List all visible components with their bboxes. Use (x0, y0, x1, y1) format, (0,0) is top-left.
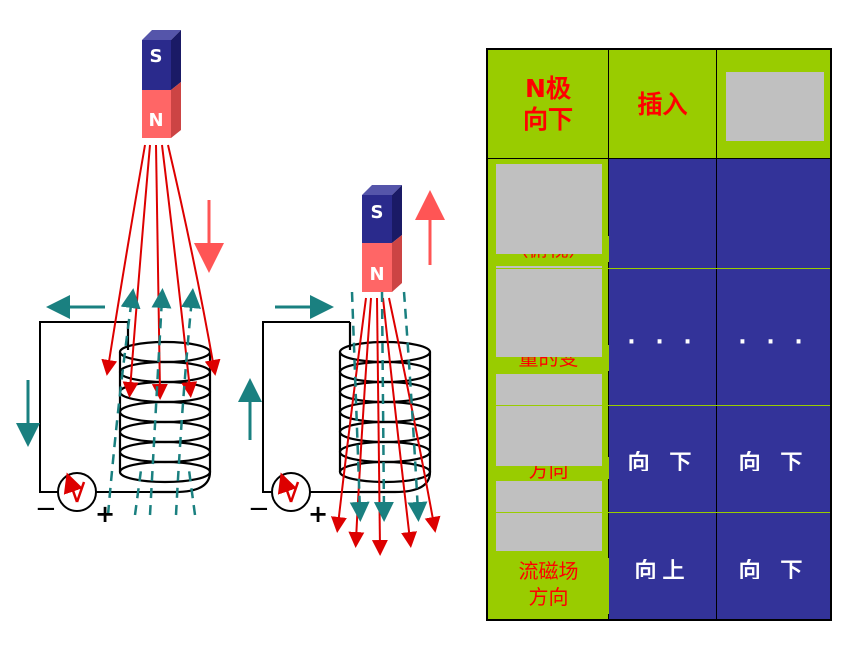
magnet-right-north-label: N (369, 264, 384, 285)
col2-body: · · · 向 下 向上 (609, 159, 717, 619)
galvanometer-left-plus: + (95, 500, 115, 528)
row-separator-2 (488, 405, 830, 406)
galvanometer-right-plus: + (308, 500, 328, 528)
circuit-wire-right (262, 321, 360, 493)
row4-label: 流磁场 方向 (488, 558, 609, 614)
header-pole-direction: N极 向下 (488, 50, 609, 159)
magnet-right: S N (362, 185, 402, 292)
row3-col3-value: 向 下 (738, 451, 809, 471)
row4-col2-value: 向上 (634, 559, 691, 579)
induced-field-lines-right (349, 291, 428, 522)
magnet-left-north-label: N (148, 110, 163, 131)
row3-col2-value: 向 下 (627, 451, 698, 471)
comparison-table: N极 向下 插入 （俯视） 量的变 方向 流磁场 方向 · · · 向 下 向上… (486, 48, 832, 621)
coil-right (338, 322, 432, 494)
row-separator-3 (488, 512, 830, 513)
header-gray-block (726, 72, 824, 141)
row2-gray-block (496, 266, 602, 357)
galvanometer-left-minus: − (35, 494, 57, 524)
row1-gray-block (496, 164, 602, 254)
magnet-right-south-label: S (371, 202, 384, 223)
galvanometer-right-minus: − (248, 494, 270, 524)
galvanometer-right (271, 472, 311, 512)
magnet-left: S N (142, 30, 181, 138)
induction-diagram: S N (16, 30, 445, 556)
header-insert: 插入 (609, 50, 717, 159)
row2-col2-value: · · · (627, 339, 698, 353)
induced-field-lines-left (106, 288, 201, 516)
col3-body: · · · 向 下 向 下 (717, 159, 830, 619)
galvanometer-left (57, 472, 97, 512)
row4-col3-value: 向 下 (738, 559, 809, 579)
row2-col3-value: · · · (738, 339, 809, 353)
row4-gray-block (496, 481, 602, 551)
circuit-wire-left (39, 321, 150, 493)
row-separator-1 (488, 268, 830, 269)
row3-gray-block (496, 374, 602, 466)
magnet-left-south-label: S (150, 46, 163, 67)
